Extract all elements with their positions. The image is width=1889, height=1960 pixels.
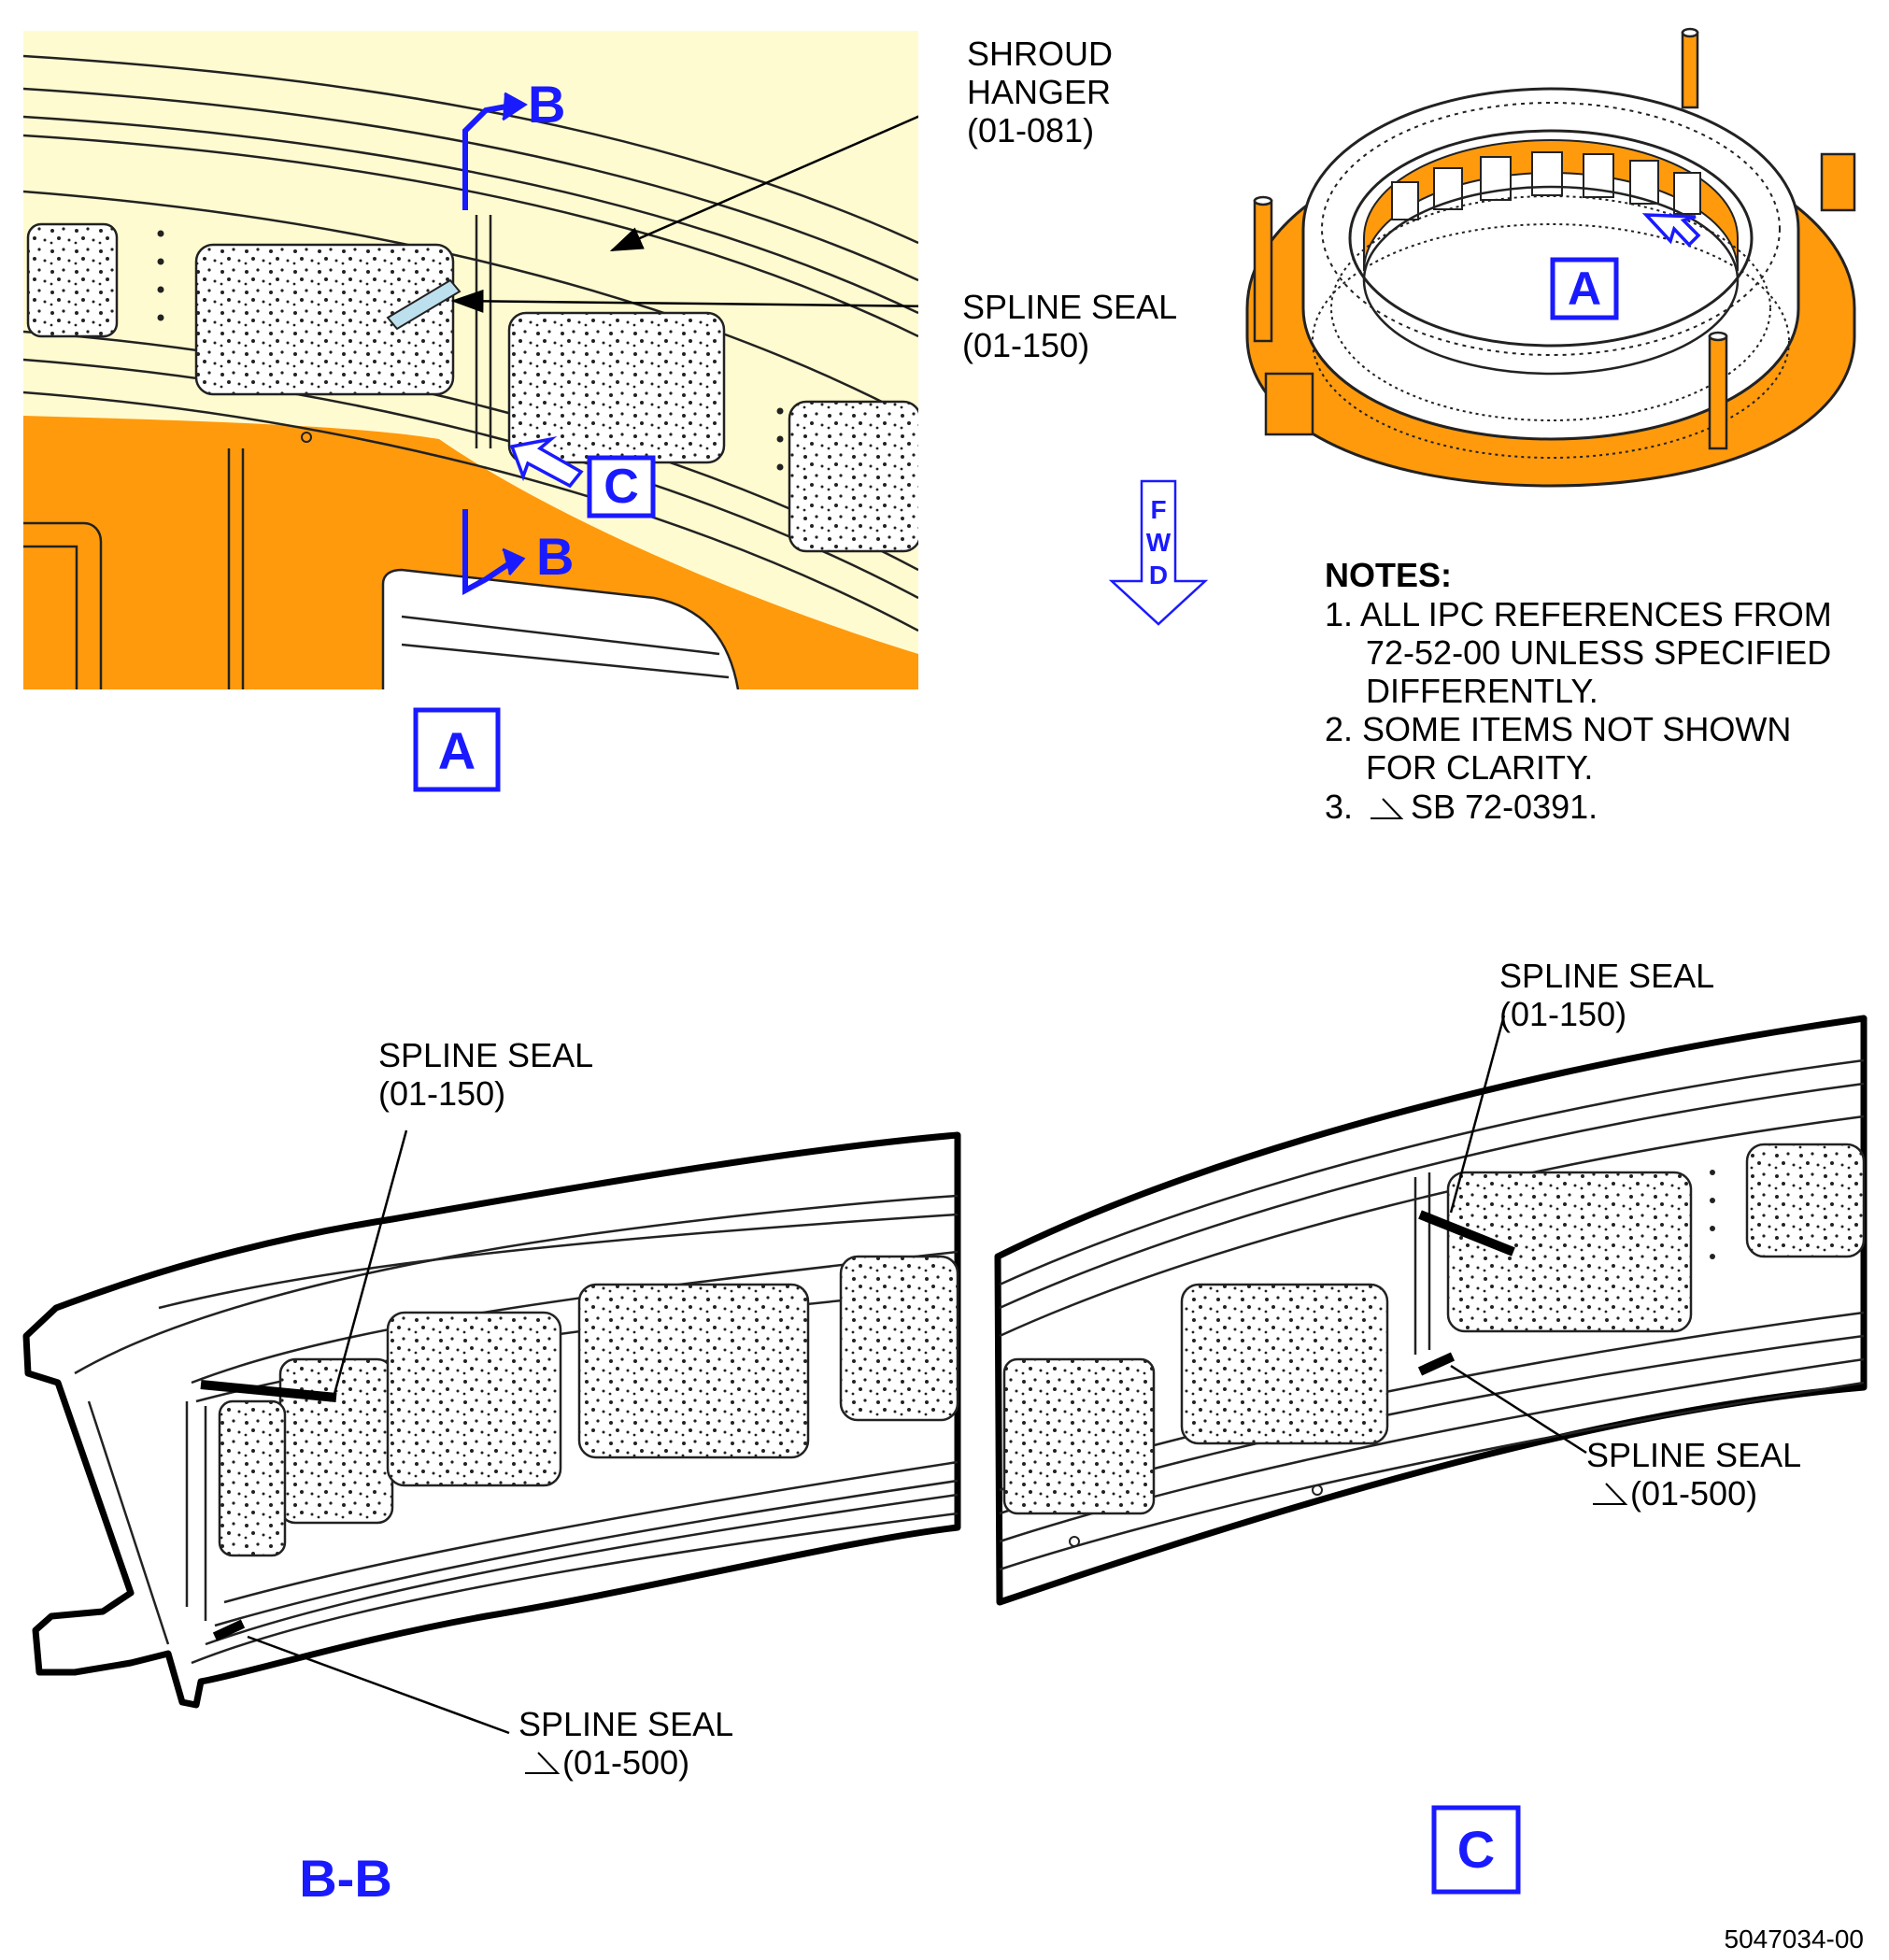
- fwd-direction-arrow: F W D: [1108, 479, 1209, 626]
- note-line: 1. ALL IPC REFERENCES FROM: [1325, 595, 1832, 633]
- svg-text:(01-150): (01-150): [962, 326, 1089, 364]
- service-bulletin-flag-icon: [1371, 798, 1404, 819]
- spline-seal-label-c-bottom: SPLINE SEAL (01-500): [1586, 1436, 1801, 1513]
- note-line: FOR CLARITY.: [1366, 748, 1593, 787]
- view-a-callout-box: [1550, 257, 1619, 320]
- section-bb-view: [22, 1129, 961, 1735]
- note-line: 3.: [1325, 788, 1353, 826]
- notes-block: NOTES: 1. ALL IPC REFERENCES FROM 72-52-…: [1325, 556, 1832, 826]
- detail-a-seams: [227, 215, 492, 689]
- svg-text:SPLINE SEAL: SPLINE SEAL: [962, 288, 1177, 326]
- spline-seal-01-150-part: [1418, 1210, 1515, 1257]
- section-b-cut-line-top: [462, 92, 528, 210]
- shroud-ring-overview: A: [1245, 27, 1856, 488]
- seal-panel: [577, 1283, 810, 1459]
- leader-spline-seal-c-top: [1449, 1015, 1506, 1214]
- spline-seal-label-bb-bottom: SPLINE SEAL (01-500): [518, 1705, 733, 1782]
- svg-text:SPLINE SEAL: SPLINE SEAL: [518, 1705, 733, 1743]
- figure-number: 5047034-00: [1725, 1924, 1864, 1953]
- seal-panel: [839, 1255, 959, 1422]
- svg-text:HANGER: HANGER: [967, 73, 1111, 111]
- section-bb-caption: B-B: [299, 1849, 392, 1908]
- service-bulletin-flag-icon: [1593, 1483, 1628, 1505]
- note-line: DIFFERENTLY.: [1366, 672, 1598, 710]
- seal-panel: [1002, 1357, 1156, 1515]
- view-c-caption-box: [1431, 1805, 1521, 1895]
- notes-heading: NOTES:: [1325, 556, 1452, 594]
- spline-seal-label-c-top: SPLINE SEAL (01-150): [1499, 957, 1714, 1033]
- detail-a-caption: A: [438, 721, 476, 780]
- view-c-detail: [994, 1015, 1868, 1606]
- shroud-hanger-label: SHROUD HANGER (01-081): [967, 35, 1113, 149]
- seal-panel: [788, 400, 918, 553]
- svg-text:(01-150): (01-150): [1499, 995, 1626, 1033]
- ring-posts: [1253, 27, 1728, 450]
- spline-seal-01-150-part: [200, 1380, 337, 1402]
- seal-panel: [1446, 1171, 1693, 1333]
- leader-spline-seal-a: [450, 289, 918, 313]
- spline-seal-label-detail-a: SPLINE SEAL (01-150): [962, 288, 1177, 364]
- view-c-caption: C: [1457, 1820, 1495, 1879]
- svg-text:(01-500): (01-500): [562, 1743, 689, 1782]
- svg-text:(01-081): (01-081): [967, 111, 1094, 149]
- seal-panel: [1180, 1283, 1389, 1445]
- detail-a-lower-frames: [23, 521, 740, 689]
- note-line: 2. SOME ITEMS NOT SHOWN: [1325, 710, 1791, 748]
- detail-a-view: [23, 31, 918, 689]
- leader-spline-seal-bb-top: [333, 1129, 408, 1395]
- leader-spline-seal-c-bottom: [1450, 1364, 1587, 1455]
- note-line: SB 72-0391.: [1411, 788, 1598, 826]
- view-c-callout-label: C: [604, 460, 639, 514]
- spline-seal-01-500-part: [212, 1619, 246, 1641]
- svg-text:SPLINE SEAL: SPLINE SEAL: [1586, 1436, 1801, 1474]
- seal-panel: [1745, 1143, 1866, 1258]
- svg-text:W: W: [1146, 528, 1172, 557]
- seal-panel: [386, 1311, 562, 1487]
- seal-panel: [26, 222, 119, 338]
- svg-text:SPLINE SEAL: SPLINE SEAL: [1499, 957, 1714, 995]
- svg-text:SPLINE SEAL: SPLINE SEAL: [378, 1036, 593, 1074]
- svg-text:D: D: [1149, 561, 1168, 589]
- svg-text:(01-500): (01-500): [1630, 1474, 1757, 1513]
- service-bulletin-flag-icon: [525, 1752, 561, 1774]
- seal-panel: [218, 1399, 287, 1557]
- svg-text:SHROUD: SHROUD: [967, 35, 1113, 73]
- seal-panel: [194, 243, 455, 396]
- detail-a-bolt-holes: [157, 230, 784, 471]
- view-a-callout-label: A: [1568, 263, 1601, 315]
- section-b-label-top: B: [528, 75, 565, 134]
- view-c-callout-box: [587, 455, 656, 518]
- view-a-pointer-arrow: [1641, 213, 1701, 248]
- view-c-pointer-arrow: [509, 436, 584, 489]
- svg-text:(01-150): (01-150): [378, 1074, 505, 1113]
- detail-a-caption-box: [413, 707, 501, 792]
- leader-shroud-hanger: [609, 115, 918, 252]
- note-line: 72-52-00 UNLESS SPECIFIED: [1366, 633, 1831, 672]
- leader-spline-seal-bb-bottom: [247, 1635, 510, 1735]
- svg-text:F: F: [1150, 495, 1166, 524]
- spline-seal-label-bb-top: SPLINE SEAL (01-150): [378, 1036, 593, 1113]
- spline-seal-01-500-part: [1417, 1352, 1456, 1376]
- section-b-label-bottom: B: [536, 527, 574, 586]
- ring-brackets: [1264, 152, 1856, 436]
- section-b-cut-line-bottom: [462, 509, 526, 596]
